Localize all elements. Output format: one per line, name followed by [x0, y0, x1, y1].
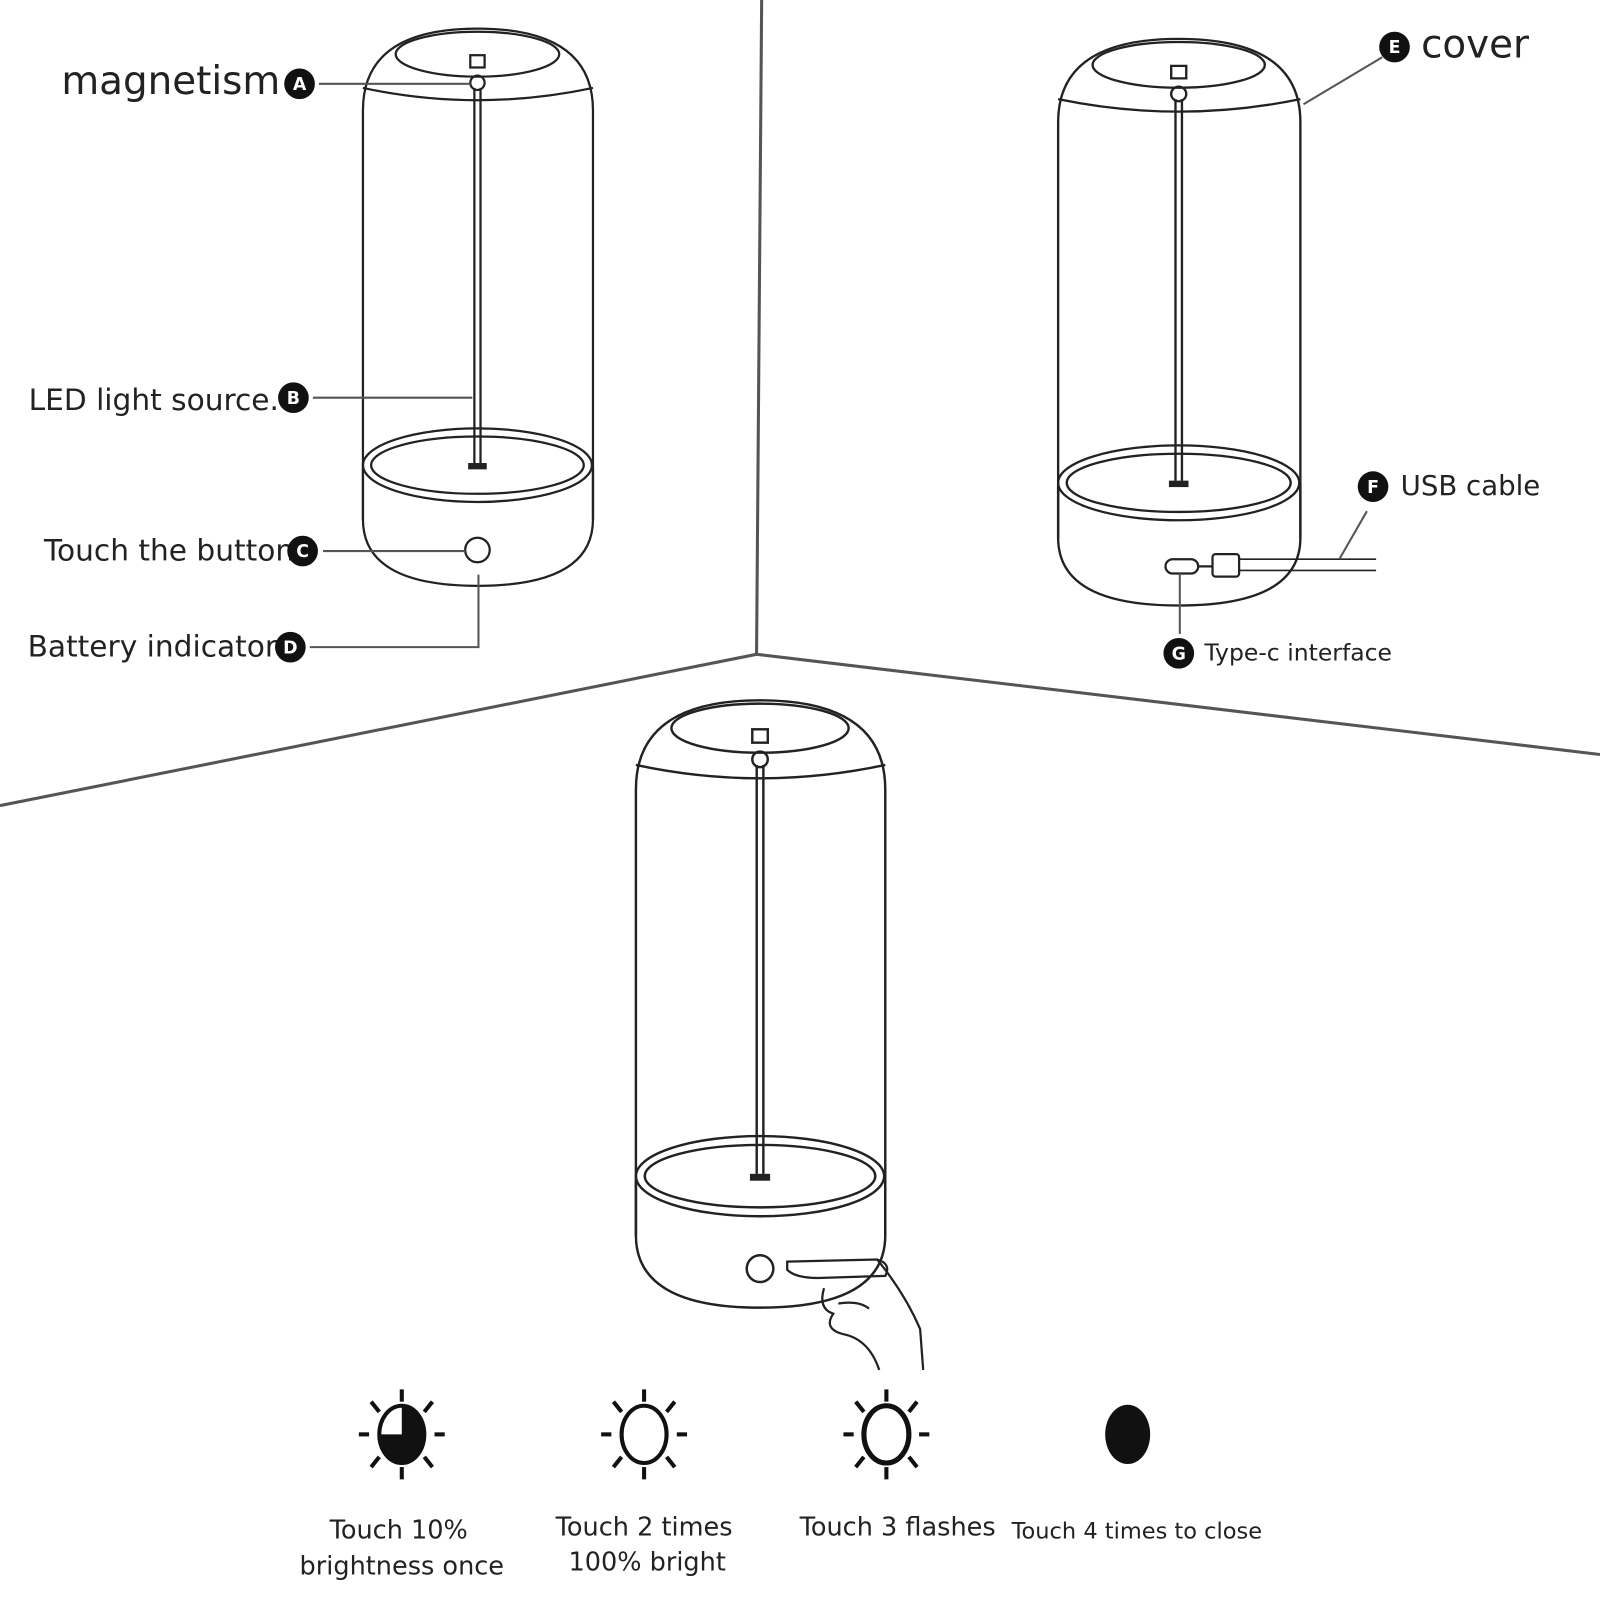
lamp-touch-demo	[634, 699, 887, 1309]
mode-caption: Touch 2 times	[555, 1513, 733, 1543]
callout-f: F USB cable	[1338, 469, 1541, 560]
label-battery-indicator: Battery indicator	[28, 628, 278, 663]
badge-f-icon: F	[1357, 471, 1389, 502]
badge-g-icon: G	[1163, 637, 1195, 669]
lamp-rear-view	[1056, 37, 1302, 607]
svg-text:B: B	[287, 389, 300, 409]
mode-4: Touch 4 times to close	[1011, 1404, 1262, 1545]
label-cover: cover	[1421, 22, 1529, 67]
callout-d: Battery indicator D	[28, 574, 480, 663]
label-led-light-source: LED light source.	[29, 382, 279, 417]
mode-caption: brightness once	[300, 1551, 504, 1581]
badge-d-icon: D	[275, 631, 306, 663]
mode-2: Touch 2 times 100% bright	[555, 1389, 733, 1577]
label-magnetism: magnetism	[61, 59, 280, 104]
mode-caption: Touch 10%	[329, 1516, 468, 1546]
svg-text:F: F	[1367, 478, 1379, 498]
mode-caption: 100% bright	[568, 1547, 725, 1577]
usb-cable-plug	[1164, 552, 1377, 578]
callout-c: Touch the button C	[43, 532, 466, 567]
badge-c-icon: C	[287, 535, 318, 567]
mode-3: Touch 3 flashes	[799, 1389, 996, 1543]
callout-b: LED light source. B	[29, 382, 473, 417]
half-brightness-sun-icon	[358, 1389, 445, 1480]
badge-b-icon: B	[278, 382, 309, 414]
hand-finger-icon	[786, 1258, 925, 1371]
svg-text:D: D	[283, 638, 297, 658]
svg-text:C: C	[296, 542, 309, 562]
svg-text:G: G	[1172, 644, 1186, 664]
label-usb-cable: USB cable	[1401, 469, 1541, 502]
off-circle-icon	[1105, 1404, 1151, 1465]
badge-e-icon: E	[1379, 31, 1410, 63]
flashing-sun-icon	[843, 1389, 930, 1480]
mode-caption: Touch 3 flashes	[799, 1513, 996, 1543]
panel-dividers	[0, 0, 1600, 808]
svg-text:E: E	[1389, 38, 1401, 58]
callout-a: magnetism A	[61, 59, 471, 104]
label-type-c-interface: Type-c interface	[1203, 638, 1392, 666]
badge-a-icon: A	[284, 68, 315, 100]
mode-caption: Touch 4 times to close	[1011, 1519, 1262, 1545]
label-touch-button: Touch the button	[43, 532, 294, 567]
mode-1: Touch 10% brightness once	[300, 1389, 504, 1581]
callout-g: G Type-c interface	[1163, 573, 1392, 669]
svg-text:A: A	[293, 75, 307, 95]
callout-e: E cover	[1302, 22, 1529, 106]
lamp-front-view	[361, 27, 595, 587]
full-brightness-sun-icon	[601, 1389, 688, 1480]
touch-button-icon	[464, 536, 491, 564]
